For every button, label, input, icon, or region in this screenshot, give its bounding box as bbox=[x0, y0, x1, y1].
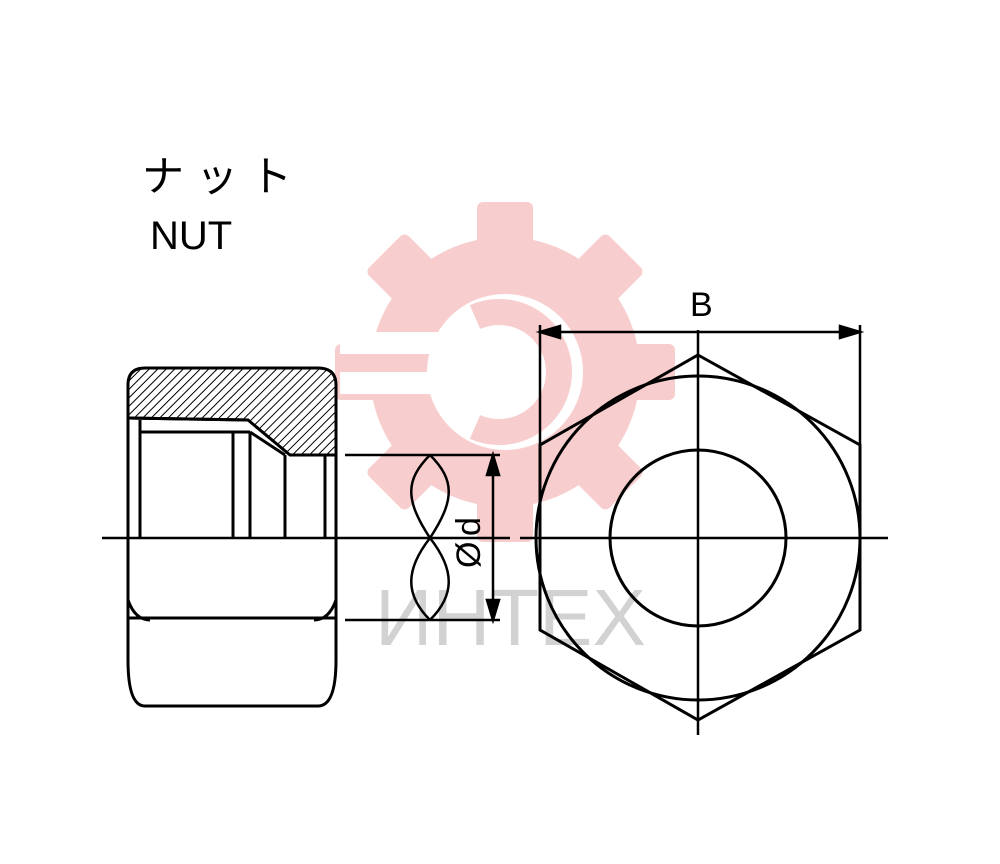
bore-diameter-label: d bbox=[450, 517, 488, 536]
bore-dimension bbox=[345, 450, 501, 625]
nut-side-section bbox=[126, 366, 338, 708]
section-hatch bbox=[126, 366, 338, 457]
bore-diameter-symbol: Ø bbox=[450, 542, 488, 568]
across-flats-label: B bbox=[690, 286, 713, 324]
watermark-text: ИНТЕХ bbox=[375, 573, 646, 662]
title-japanese: ナット bbox=[142, 152, 305, 201]
across-flats-dimension bbox=[535, 324, 865, 445]
title-english: NUT bbox=[150, 214, 233, 258]
